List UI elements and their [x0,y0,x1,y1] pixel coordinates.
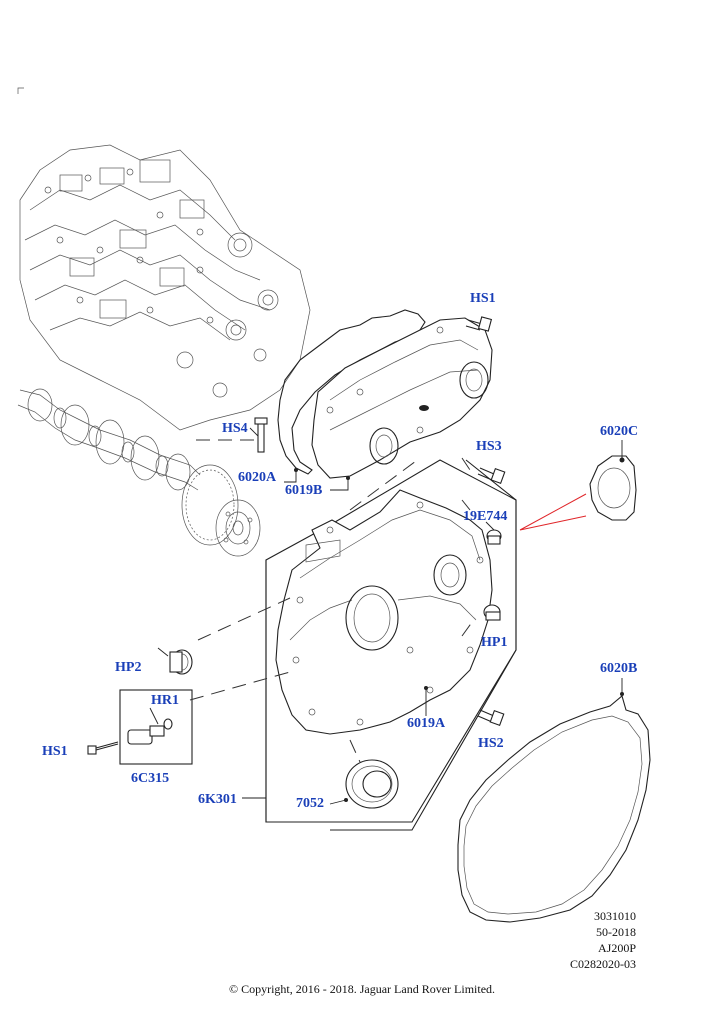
stud-hs4 [254,417,268,453]
dowel-19e744 [486,529,502,545]
crank-gear-illustration [181,464,261,557]
callout-hp2[interactable]: HP2 [115,660,142,675]
callout-6k301[interactable]: 6K301 [198,792,237,807]
reference-line-1: 3031010 [594,909,636,923]
callout-leaders [149,427,623,805]
bolt-hs1-top [465,316,493,332]
plug-hp2 [169,649,193,675]
callout-6019a[interactable]: 6019A [407,716,446,731]
callout-hs4[interactable]: HS4 [222,421,248,436]
callout-6020b[interactable]: 6020B [600,661,638,676]
leader-dots [294,468,624,802]
sensor-6c315 [127,718,173,745]
plug-hp1 [483,604,501,621]
front-timing-cover-6019a [275,489,493,735]
callout-hp1[interactable]: HP1 [481,635,508,650]
sensor-box-6c315 [119,689,193,765]
gasket-6020c [589,455,637,521]
reference-line-2: 50-2018 [596,925,636,939]
projection-lines [189,439,476,763]
callout-6020a[interactable]: 6020A [238,470,277,485]
callout-hs1-left[interactable]: HS1 [42,744,68,759]
engine-block-illustration [19,144,311,431]
corner-mark [17,87,24,94]
reference-line-4: C0282020-03 [570,957,636,971]
oil-seal-7052 [345,759,399,809]
reference-block: 3031010 50-2018 AJ200P C0282020-03 [570,908,636,972]
callout-hs3[interactable]: HS3 [476,439,502,454]
bolt-hs1-left [87,741,119,755]
bolt-hs2 [477,709,505,727]
upper-timing-cover-6019b [311,317,493,479]
bolt-hs3 [477,467,506,485]
callout-6c315[interactable]: 6C315 [131,771,170,786]
callout-hs1-top[interactable]: HS1 [470,291,496,306]
gasket-6020b [457,695,651,923]
callout-19e744[interactable]: 19E744 [463,509,508,524]
reference-line-3: AJ200P [597,941,636,955]
red-leader-lines [519,493,587,531]
callout-hs2[interactable]: HS2 [478,736,504,751]
callout-hr1[interactable]: HR1 [151,693,179,708]
copyright-notice: © Copyright, 2016 - 2018. Jaguar Land Ro… [228,982,496,996]
callout-6020c[interactable]: 6020C [600,424,639,439]
crankshaft-illustration [17,388,201,491]
callout-7052[interactable]: 7052 [296,796,324,811]
callout-6019b[interactable]: 6019B [285,483,323,498]
